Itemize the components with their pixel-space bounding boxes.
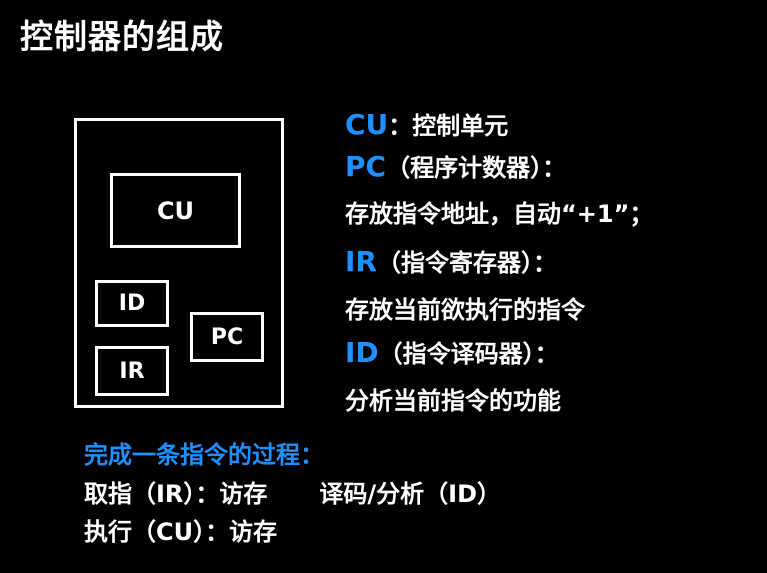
process-heading: 完成一条指令的过程： — [84, 441, 324, 469]
cu-block: CU — [110, 173, 241, 248]
slide-title: 控制器的组成 — [20, 17, 224, 56]
step-execute: 执行（CU）：访存 — [84, 518, 278, 546]
ir-text: （指令寄存器）： — [376, 249, 557, 277]
process-step-row: 取指（IR）：访存 译码/分析（ID） — [84, 474, 501, 509]
ir-term: IR — [345, 245, 377, 278]
id-text: （指令译码器）： — [378, 340, 559, 368]
cu-text: ：控制单元 — [388, 112, 509, 140]
id-detail: 分析当前指令的功能 — [345, 387, 561, 415]
ir-block: IR — [95, 346, 169, 396]
pc-description: PC（程序计数器）： — [345, 148, 566, 183]
cu-description: CU：控制单元 — [345, 106, 508, 141]
ir-detail: 存放当前欲执行的指令 — [345, 296, 585, 324]
pc-detail: 存放指令地址，自动“+1”； — [345, 200, 654, 228]
pc-text: （程序计数器）： — [386, 154, 567, 182]
id-term: ID — [345, 336, 379, 369]
id-block: ID — [95, 280, 169, 327]
step-decode: 译码/分析（ID） — [319, 480, 502, 508]
step-fetch: 取指（IR）：访存 — [84, 480, 268, 508]
id-description: ID（指令译码器）： — [345, 334, 559, 369]
cu-term: CU — [345, 108, 389, 141]
pc-term: PC — [345, 150, 387, 183]
ir-description: IR（指令寄存器）： — [345, 243, 557, 278]
controller-diagram-frame — [74, 118, 284, 408]
pc-block: PC — [190, 312, 264, 362]
